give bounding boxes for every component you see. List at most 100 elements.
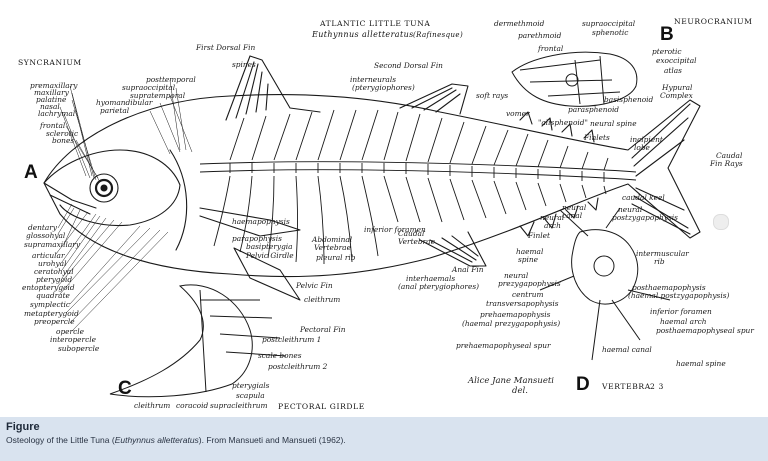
label-abdominal: Abdominal	[312, 235, 353, 244]
label-haemal: haemal	[516, 247, 544, 256]
label-supracleithrum: supracleithrum	[210, 401, 268, 410]
label-supraoccipital-b: supraoccipital	[582, 19, 636, 28]
label-frontal-b: frontal	[538, 44, 564, 53]
figure-stage: ATLANTIC LITTLE TUNA Euthynnus allettera…	[18, 17, 754, 411]
label-postcleithrum-2: postcleithrum 2	[268, 362, 328, 371]
label-frontal: frontal	[40, 121, 66, 130]
label-spines: spines	[232, 60, 256, 69]
label-cleithrum-c: cleithrum	[134, 401, 171, 410]
label-neural-pre: neural	[504, 271, 529, 280]
label-neural-post: neural	[618, 205, 643, 214]
label-dermethmoid: dermethmoid	[494, 19, 545, 28]
vertebra-number: 2 3	[650, 382, 664, 391]
label-nasal: nasal	[40, 102, 60, 111]
label-transversapophysis: transversapophysis	[486, 299, 559, 308]
label-pterygials: pterygials	[232, 381, 270, 390]
fish-body-outline	[43, 94, 701, 278]
label-parietal: parietal	[100, 106, 130, 115]
label-centrum: centrum	[512, 290, 544, 299]
label-palatine: palatine	[36, 95, 67, 104]
label-caudal-keel: caudal keel	[622, 193, 665, 202]
label-bones: bones	[52, 136, 75, 145]
label-pterygiophores: (pterygiophores)	[352, 83, 415, 92]
label-complex: Complex	[660, 91, 693, 100]
label-preopercle: preopercle	[34, 317, 75, 326]
label-pelvic-fin: Pelvic Fin	[296, 281, 333, 290]
pectoral-girdle-header: PECTORAL GIRDLE	[278, 402, 365, 411]
label-parasphenoid: parasphenoid	[568, 105, 620, 114]
label-interneurals: interneurals	[350, 75, 396, 84]
label-glossohyal: glossohyal	[26, 231, 66, 240]
pelvic-fin	[233, 247, 301, 301]
label-quadrate: quadrate	[36, 291, 70, 300]
neurocranium	[511, 51, 638, 107]
label-prehaemapophyseal-spur: prehaemapophyseal spur	[456, 341, 551, 350]
next-image-button[interactable]	[713, 214, 729, 230]
label-soft-rays: soft rays	[476, 91, 509, 100]
label-intermuscular: intermuscular	[636, 249, 689, 258]
pectoral-girdle	[109, 284, 253, 398]
label-haemal-canal: haemal canal	[602, 345, 652, 354]
label-posthaemapophyseal-spur: posthaemapophyseal spur	[656, 326, 754, 335]
osteology-drawing	[43, 51, 701, 398]
caption-text-before: Osteology of the Little Tuna (	[6, 435, 115, 445]
caption-text-after: ). From Mansueti and Mansueti (1962).	[198, 435, 346, 445]
anal-fin	[419, 231, 487, 267]
eye-sclerotic	[94, 178, 114, 198]
first-dorsal-fin	[225, 55, 321, 121]
label-finlets: Finlets	[584, 133, 610, 142]
label-rib: rib	[654, 257, 665, 266]
label-first-dorsal-fin: First Dorsal Fin	[196, 43, 256, 52]
label-pleural-rib: pleural rib	[316, 253, 356, 262]
label-scapula: scapula	[236, 391, 265, 400]
label-hypural: Hypural	[662, 83, 693, 92]
label-postcleithrum-1: postcleithrum 1	[262, 335, 322, 344]
label-parethmoid: parethmoid	[518, 31, 562, 40]
pectoral-fin	[199, 207, 301, 237]
figure-subtitle-author: (Rafinesque)	[413, 31, 464, 39]
label-incipient: incipient	[630, 135, 663, 144]
panel-letter-a: A	[24, 162, 38, 183]
label-exoccipital: exoccipital	[656, 56, 697, 65]
finlets-dorsal	[519, 111, 595, 143]
label-atlas: atlas	[664, 66, 682, 75]
vertebral-column	[199, 161, 637, 173]
panel-letter-b: B	[660, 24, 674, 45]
label-inferior-foramen-d: inferior foramen	[650, 307, 712, 316]
label-posttemporal: posttemporal	[146, 75, 196, 84]
neurocranium-header: NEUROCRANIUM	[674, 17, 753, 26]
label-dentary: dentary	[28, 223, 57, 232]
label-supratemporal: supratemporal	[130, 91, 186, 100]
figure-title: ATLANTIC LITTLE TUNA	[320, 19, 431, 28]
skull-outline	[43, 149, 181, 227]
label-maxillary: maxillary	[34, 88, 69, 97]
label-opercle: opercle	[56, 327, 84, 336]
panel-letter-c: C	[118, 378, 132, 399]
haemal-spines-and-ribs	[213, 175, 607, 265]
label-fin-rays: Fin Rays	[710, 159, 743, 168]
label-interhaemals: interhaemals	[406, 274, 456, 283]
label-pectoral-fin: Pectoral Fin	[300, 325, 346, 334]
neural-spines	[229, 109, 609, 171]
second-dorsal-fin	[399, 83, 469, 115]
label-inferior-foramen-a: inferior foramen	[364, 225, 426, 234]
label-supraoccipital: supraoccipital	[122, 83, 176, 92]
label-metapterygoid: metapterygoid	[24, 309, 79, 318]
jaw	[43, 182, 97, 215]
vertebra-detail	[571, 229, 639, 305]
label-lachrymal: lachrymal	[38, 109, 76, 118]
label-sphenotic: sphenotic	[592, 28, 629, 37]
label-prehaemapophysis: prehaemapophysis	[480, 310, 551, 319]
label-sclerotic: sclerotic	[46, 129, 79, 138]
label-symplectic: symplectic	[30, 300, 71, 309]
label-abdominal-vertebrae: Vertebrae	[314, 243, 351, 252]
label-subopercle: subopercle	[58, 344, 100, 353]
label-haemal-arch: haemal arch	[660, 317, 707, 326]
caption-text: Osteology of the Little Tuna (Euthynnus …	[6, 435, 762, 445]
label-pterotic: pterotic	[652, 47, 682, 56]
label-anal-fin: Anal Fin	[452, 265, 484, 274]
label-caudal: Caudal	[716, 151, 743, 160]
label-neural-spine: neural spine	[590, 119, 637, 128]
label-hyomandibular: hyomandibular	[96, 98, 153, 107]
label-entopterygoid: entopterygoid	[22, 283, 75, 292]
